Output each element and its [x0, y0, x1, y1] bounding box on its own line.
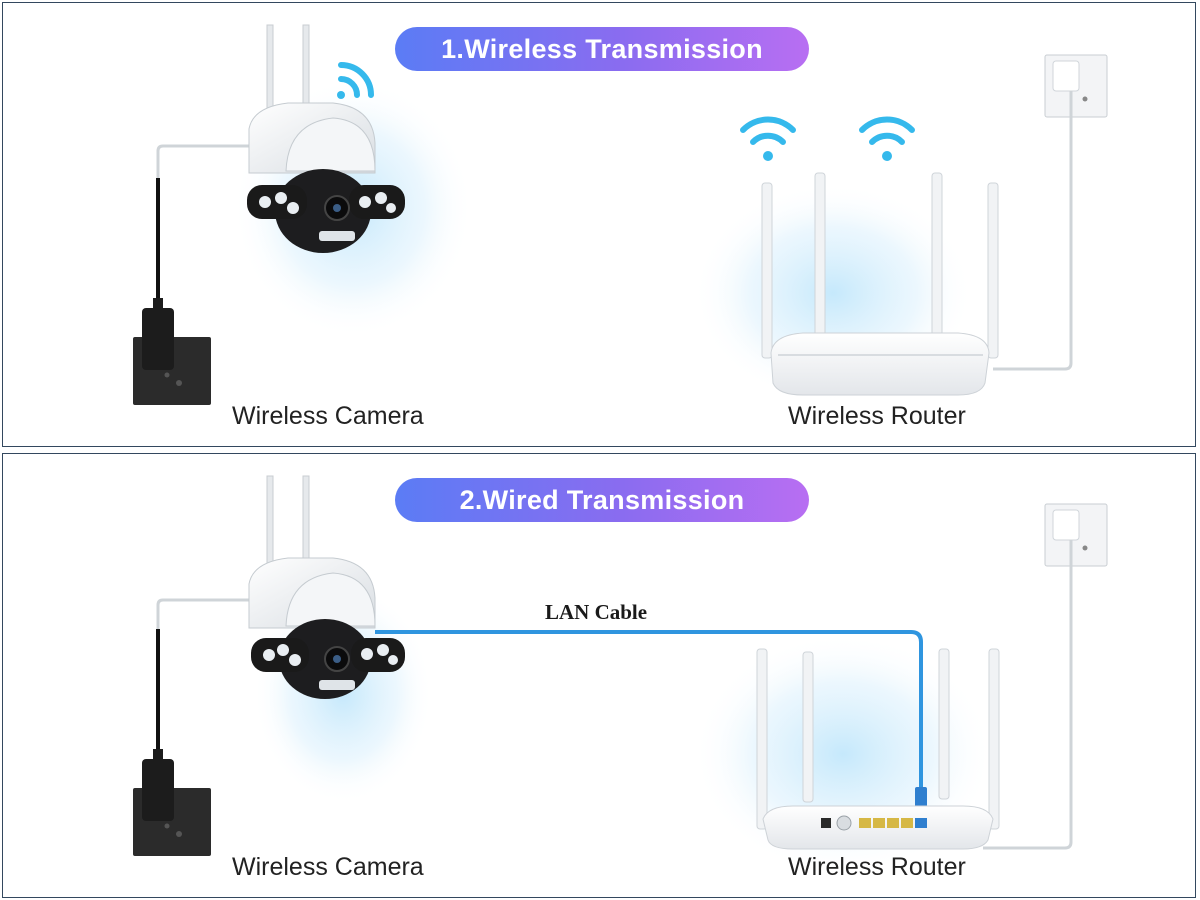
- router-label: Wireless Router: [788, 853, 966, 881]
- lan-plug: [915, 787, 927, 809]
- wireless-router-icon: [756, 648, 1000, 850]
- camera-label: Wireless Camera: [232, 402, 424, 430]
- power-adapter-icon: [142, 749, 174, 821]
- wired-transmission-panel: 2.Wired Transmission LAN Cable Wireless …: [2, 453, 1196, 898]
- section-title-pill: 1.Wireless Transmission: [395, 27, 809, 71]
- power-cable: [156, 144, 253, 178]
- wireless-diagram-art: [133, 24, 1108, 405]
- section-title-pill: 2.Wired Transmission: [395, 478, 809, 522]
- wired-diagram-art: [133, 475, 1108, 874]
- wall-socket-icon: [1044, 503, 1108, 567]
- power-cable: [156, 598, 253, 629]
- router-label: Wireless Router: [788, 402, 966, 430]
- lan-cable-icon: [375, 630, 923, 789]
- wifi-signal-icon: [859, 116, 915, 161]
- wifi-signal-icon: [740, 116, 796, 161]
- ip-camera-icon: [247, 24, 405, 253]
- wireless-transmission-panel: 1.Wireless Transmission Wireless Camera …: [2, 2, 1196, 447]
- wall-socket-icon: [1044, 54, 1108, 118]
- wifi-signal-icon: [337, 62, 374, 99]
- power-adapter-icon: [142, 298, 174, 370]
- power-cable: [983, 540, 1073, 850]
- power-cable: [993, 91, 1073, 371]
- wireless-router-icon: [761, 172, 999, 396]
- ip-camera-icon: [248, 475, 405, 699]
- lan-cable-label: LAN Cable: [545, 600, 648, 624]
- camera-label: Wireless Camera: [232, 853, 424, 881]
